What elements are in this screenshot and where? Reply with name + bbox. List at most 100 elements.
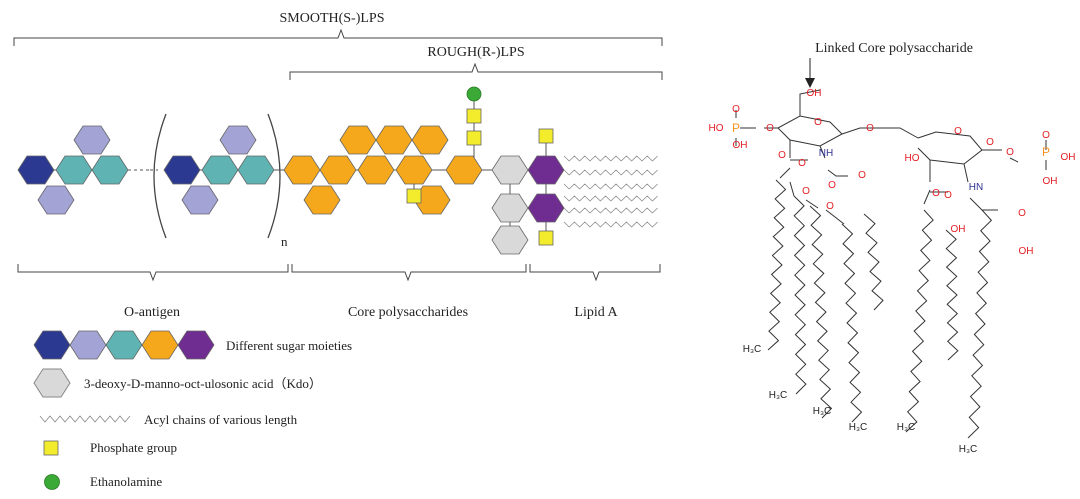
sugar-hexagon-orange [411,125,449,155]
atom-label: O [1042,130,1050,141]
atom-label: OH [1019,246,1034,257]
atom-label: HO [905,153,920,164]
sugar-hexagon-lavender [73,125,111,155]
chemical-bond [923,189,931,205]
legend: Different sugar moieties 3-deoxy-D-manno… [33,330,352,490]
alkyl-chain [841,223,863,423]
acyl-chains [563,155,658,228]
sugar-hexagon-orange [395,155,433,185]
phosphate-square [466,130,482,146]
chemical-bond [799,89,821,116]
sugar-hexagon-orange [357,155,395,185]
alkyl-chain [793,195,807,395]
arrowhead-icon [805,78,815,88]
acyl-chain [563,195,658,202]
sugar-hexagon-kdo-gray [491,225,529,255]
repeat-bracket-right [267,113,281,239]
legend-sugar-hexagon [141,330,179,360]
legend-sugar-hexagon [105,330,143,360]
phosphate-square [538,230,554,246]
atom-label: P [1042,145,1050,159]
chemical-bond [825,209,845,225]
sugar-hexagon-teal [55,155,93,185]
atom-label: OH [1043,176,1058,187]
rough-lps-label: ROUGH(R-)LPS [427,45,524,60]
o-antigen-bracket [17,264,289,282]
legend-kdo-label: 3-deoxy-D-manno-oct-ulosonic acid（Kdo） [84,376,322,391]
sugar-hexagon-orange [445,155,483,185]
chemical-bond [1009,157,1019,163]
smooth-lps-bracket [13,28,663,46]
sugar-hexagon-orange [283,155,321,185]
alkyl-chain [905,209,934,433]
legend-sugar-hexagon [69,330,107,360]
sugar-hexagon-purple [527,193,565,223]
atom-label: O [866,123,874,134]
atom-label: O [944,190,952,201]
linked-core-label: Linked Core polysaccharide [815,41,973,56]
atom-label: OH [951,224,966,235]
alkyl-chain [809,205,833,419]
atom-label: O [798,158,806,169]
legend-sugars-label: Different sugar moieties [226,338,352,353]
legend-ethanolamine-label: Ethanolamine [90,474,162,489]
rough-lps-bracket [289,62,663,80]
sugar-hexagon-lavender [37,185,75,215]
atom-label: NH [819,148,833,159]
atom-label: HO [709,123,724,134]
sugar-hexagon-teal [201,155,239,185]
atom-label: O [954,126,962,137]
atom-label: HN [969,182,983,193]
sugar-hexagon-kdo-gray [491,155,529,185]
legend-sugar-hexagon [177,330,215,360]
alkyl-chain [863,213,884,311]
atom-label: O [1018,208,1026,219]
acyl-chain [563,221,658,228]
sugar-hexagon-orange [339,125,377,155]
chemical-bond [779,167,791,179]
legend-kdo-hexagon [33,368,71,398]
chemical-bond [963,163,969,183]
sugar-hexagon-orange [319,155,357,185]
sugar-hexagon-purple [527,155,565,185]
atom-label: O [802,186,810,197]
atom-label: P [732,121,740,135]
legend-sugar-hexagon [33,330,71,360]
sugar-hexagon-teal [237,155,275,185]
atom-label: H₃C [743,344,762,355]
sugar-hexagon-orange [375,125,413,155]
lps-sugar-chain [17,86,565,255]
acyl-chain [563,155,658,162]
core-label: Core polysaccharides [348,305,468,320]
legend-phosphate-square [43,440,59,456]
atom-label: O [766,123,774,134]
repeat-n-label: n [281,234,288,249]
atom-label: H₃C [769,390,788,401]
lipid-a-label: Lipid A [574,305,618,320]
atom-label: O [778,150,786,161]
ethanolamine-circle [466,86,482,102]
alkyl-chain [945,229,959,361]
atom-label: O [826,201,834,212]
legend-acyl-zigzag [39,415,131,423]
atom-label: O [986,137,994,148]
chemical-bond [827,169,848,177]
sugar-hexagon-lavender [181,185,219,215]
chemical-bond [777,115,843,147]
chemical-bond [789,181,795,197]
o-antigen-label: O-antigen [124,305,180,320]
atom-label: O [828,180,836,191]
acyl-chain [563,207,658,214]
sugar-hexagon-teal [91,155,129,185]
chemical-bond [969,197,998,211]
phosphate-square [406,188,422,204]
atom-label: O [932,188,940,199]
atom-label: H₃C [813,406,832,417]
phosphate-square [466,108,482,124]
chemical-bond [917,131,983,165]
sugar-hexagon-orange [303,185,341,215]
alkyl-chain [967,209,993,439]
